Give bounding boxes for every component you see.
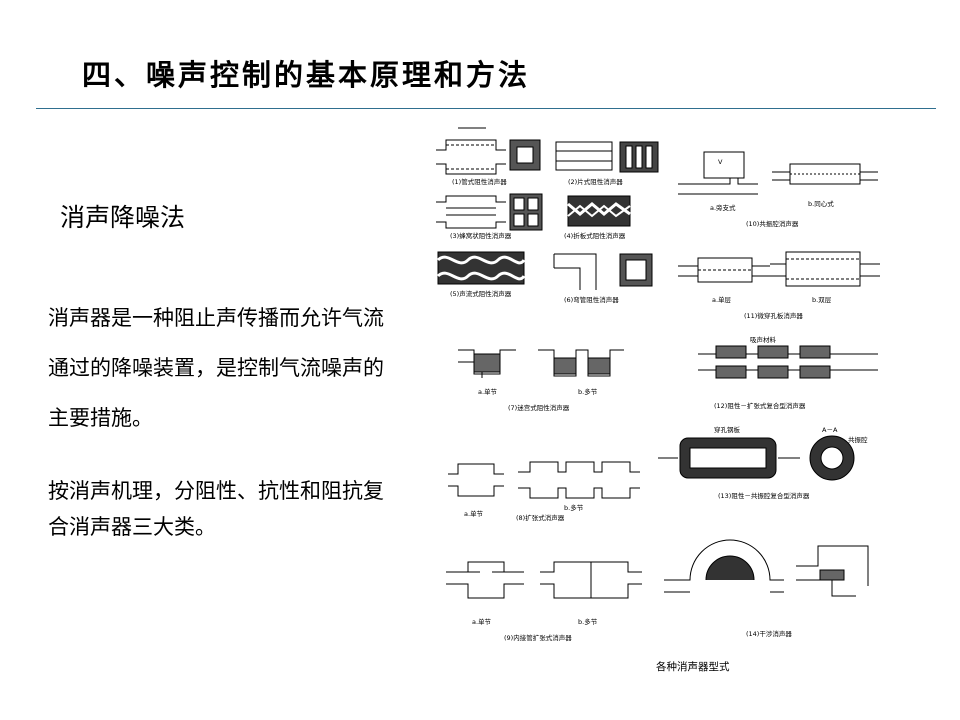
label-resonator: (10)共振腔消声器	[746, 219, 799, 228]
diagram-acoustic-flow-muffler	[436, 251, 526, 285]
label-perf-plate: 穿孔钢板	[714, 425, 741, 434]
diagram-interference-muffler	[664, 539, 869, 597]
label-side: a.旁支式	[710, 203, 736, 212]
paragraph-classification: 按消声机理，分阻性、抗性和阻抗复合消声器三大类。	[48, 479, 384, 539]
paragraph-definition: 消声器是一种阻止声传播而允许气流通过的降噪装置，是控制气流噪声的主要措施。	[48, 306, 384, 430]
label-plate: (2)片式阻性消声器	[568, 177, 623, 186]
diagram-labyrinth-muffler	[458, 349, 624, 378]
label-acoustic-flow: (5)声流式阻性消声器	[450, 289, 512, 298]
label-single-layer: a.单层	[712, 295, 732, 304]
label-absorb-material: 吸声材料	[750, 335, 777, 344]
label-concentric: b.同心式	[808, 199, 834, 208]
figure-caption: 各种消声器型式	[656, 660, 730, 673]
section-subtitle: 消声降噪法	[60, 203, 186, 232]
label-labyrinth: (7)迷宫式阻性消声器	[508, 403, 570, 412]
diagram-tube-muffler	[436, 127, 541, 175]
slide-title: 四、噪声控制的基本原理和方法	[82, 58, 531, 92]
title-divider	[36, 108, 936, 109]
label-resistive-resonator: (13)阻性－共振腔复合型消声器	[718, 491, 810, 500]
diagram-honeycomb-muffler	[436, 193, 543, 231]
diagram-folded-plate-muffler	[567, 195, 631, 227]
label-microperforated: (11)微穿孔板消声器	[744, 311, 803, 320]
svg-text:V: V	[718, 158, 723, 166]
label-tube: (1)管式阻性消声器	[452, 177, 507, 186]
label-labyrinth-a: a.单节	[478, 387, 498, 396]
label-inner-b: b.多节	[578, 617, 598, 626]
label-expansion: (8)扩张式消声器	[516, 513, 565, 522]
label-inner-tube: (9)内接管扩张式消声器	[504, 633, 572, 642]
diagram-resistive-expansion-muffler	[698, 345, 878, 379]
label-resonant-cavity: 共振腔	[848, 435, 868, 444]
diagram-elbow-muffler	[553, 253, 653, 290]
label-expansion-a: a.单节	[464, 509, 484, 518]
label-resistive-expansion: (12)阻性－扩张式复合型消声器	[714, 401, 806, 410]
label-labyrinth-b: b.多节	[578, 387, 598, 396]
muffler-types-figure: (1)管式阻性消声器 (2)片式阻性消声器 (3)蜂窝状阻性消声器 (4)折板式…	[428, 118, 898, 678]
diagram-resonator-muffler: V	[678, 151, 878, 195]
diagram-inner-tube-expansion-muffler	[446, 561, 642, 599]
label-expansion-b: b.多节	[564, 503, 584, 512]
diagram-microperforated-muffler	[678, 251, 880, 287]
label-inner-a: a.单节	[472, 617, 492, 626]
label-section: A－A	[822, 426, 838, 434]
label-double-layer: b.双层	[812, 296, 832, 304]
diagram-plate-muffler	[555, 141, 659, 173]
label-honeycomb: (3)蜂窝状阻性消声器	[450, 231, 512, 240]
diagram-resistive-resonator-muffler	[658, 435, 855, 481]
label-elbow: (6)弯管阻性消声器	[564, 295, 619, 304]
label-folded: (4)折板式阻性消声器	[564, 231, 626, 240]
diagram-expansion-muffler	[448, 461, 640, 499]
label-interference: (14)干涉消声器	[746, 629, 792, 638]
